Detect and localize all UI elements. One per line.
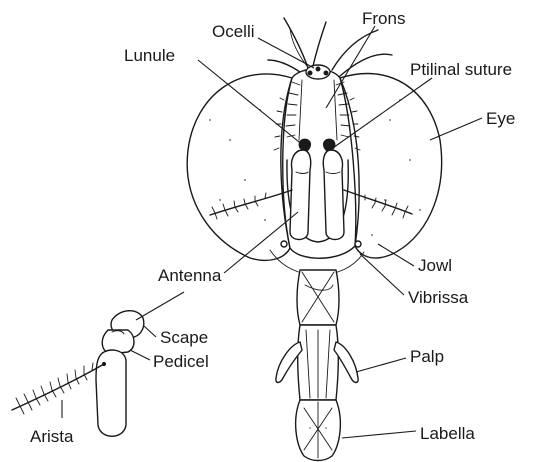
label-vibrissa: Vibrissa bbox=[408, 289, 468, 306]
left-vibrissa bbox=[281, 241, 287, 247]
label-lunule: Lunule bbox=[124, 47, 175, 64]
label-jowl: Jowl bbox=[418, 257, 452, 274]
flagellum-segment bbox=[96, 350, 126, 436]
label-palp: Palp bbox=[410, 348, 444, 365]
label-frons: Frons bbox=[362, 10, 405, 27]
right-vibrissa bbox=[355, 241, 361, 247]
proboscis bbox=[276, 270, 358, 461]
label-ocelli: Ocelli bbox=[212, 23, 255, 40]
label-eye: Eye bbox=[486, 110, 515, 127]
label-arista: Arista bbox=[30, 428, 73, 445]
arista-bristle bbox=[12, 364, 104, 410]
detached-antenna bbox=[12, 311, 144, 437]
label-antenna: Antenna bbox=[158, 267, 221, 284]
label-labella: Labella bbox=[420, 425, 475, 442]
label-pedicel: Pedicel bbox=[153, 353, 209, 370]
label-ptilinal-suture: Ptilinal suture bbox=[410, 61, 512, 78]
label-scape: Scape bbox=[160, 329, 208, 346]
left-eye bbox=[187, 74, 292, 260]
